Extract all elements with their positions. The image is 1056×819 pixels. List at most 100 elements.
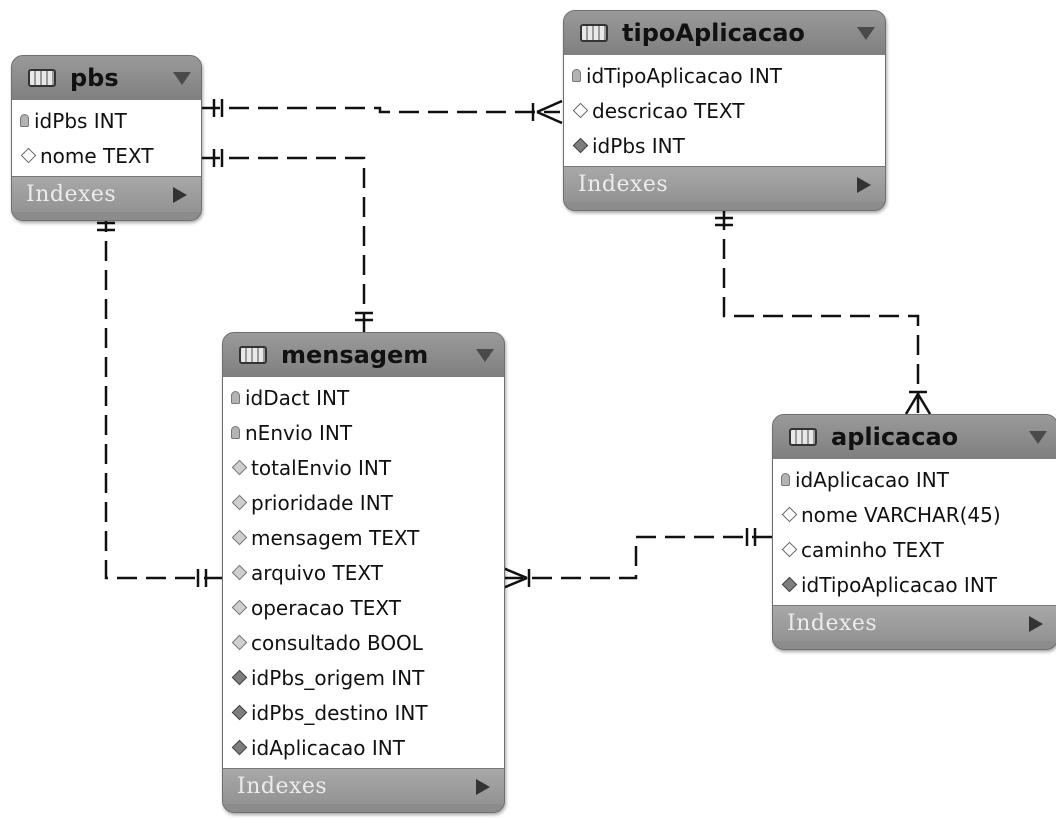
column-row[interactable]: idPbs INT <box>12 103 201 138</box>
table-header[interactable]: aplicacao <box>773 415 1056 459</box>
column-row[interactable]: idDact INT <box>223 380 504 415</box>
column-label: idTipoAplicacao INT <box>586 63 783 88</box>
column-row[interactable]: totalEnvio INT <box>223 450 504 485</box>
table-aplicacao[interactable]: aplicacao idAplicacao INT nome VARCHAR(4… <box>772 414 1056 650</box>
relationship-tipoaplicacao-aplicacao <box>715 210 932 415</box>
indexes-toggle[interactable]: Indexes <box>564 166 885 202</box>
indexes-label: Indexes <box>237 774 328 799</box>
table-name: pbs <box>70 64 119 92</box>
primary-key-icon <box>20 114 29 127</box>
column-row[interactable]: nome TEXT <box>12 138 201 173</box>
column-row[interactable]: idTipoAplicacao INT <box>773 567 1056 602</box>
chevron-down-icon[interactable] <box>857 26 875 40</box>
column-list: idAplicacao INT nome VARCHAR(45) caminho… <box>773 459 1056 605</box>
column-list: idDact INT nEnvio INT totalEnvio INT pri… <box>223 377 504 768</box>
table-icon <box>239 346 267 364</box>
column-label: prioridade INT <box>251 490 393 515</box>
column-row[interactable]: idTipoAplicacao INT <box>564 58 885 93</box>
column-label: nome VARCHAR(45) <box>801 502 1001 527</box>
table-footer <box>12 212 201 220</box>
column-row[interactable]: descricao TEXT <box>564 93 885 128</box>
column-row[interactable]: operacao TEXT <box>223 590 504 625</box>
column-label: idAplicacao INT <box>795 467 949 492</box>
column-diamond-icon <box>231 599 248 616</box>
foreign-key-diamond-icon <box>231 669 248 686</box>
indexes-toggle[interactable]: Indexes <box>12 176 201 212</box>
column-label: totalEnvio INT <box>251 455 392 480</box>
indexes-toggle[interactable]: Indexes <box>773 605 1056 641</box>
indexes-label: Indexes <box>578 172 669 197</box>
column-label: nome TEXT <box>40 143 154 168</box>
foreign-key-diamond-icon <box>231 704 248 721</box>
indexes-label: Indexes <box>787 611 878 636</box>
table-icon <box>580 24 608 42</box>
primary-key-icon <box>781 473 790 486</box>
column-label: operacao TEXT <box>251 595 401 620</box>
primary-key-icon <box>231 426 240 439</box>
column-row[interactable]: nEnvio INT <box>223 415 504 450</box>
column-label: idPbs INT <box>592 133 685 158</box>
column-diamond-icon <box>231 529 248 546</box>
expand-arrow-icon <box>1029 615 1043 632</box>
table-icon <box>28 69 56 87</box>
table-pbs[interactable]: pbs idPbs INT nome TEXT Indexes <box>11 55 202 221</box>
column-row[interactable]: arquivo TEXT <box>223 555 504 590</box>
column-label: idPbs_origem INT <box>251 665 425 690</box>
relationship-aplicacao-mensagem <box>502 528 772 590</box>
column-list: idTipoAplicacao INT descricao TEXT idPbs… <box>564 55 885 166</box>
chevron-down-icon[interactable] <box>476 348 494 362</box>
table-header[interactable]: pbs <box>12 56 201 100</box>
column-label: idPbs INT <box>34 108 127 133</box>
foreign-key-diamond-icon <box>572 137 589 154</box>
column-row[interactable]: idAplicacao INT <box>223 730 504 765</box>
table-name: mensagem <box>281 341 429 369</box>
column-row[interactable]: idAplicacao INT <box>773 462 1056 497</box>
column-label: consultado BOOL <box>251 630 423 655</box>
column-label: nEnvio INT <box>245 420 353 445</box>
column-diamond-icon <box>231 564 248 581</box>
expand-arrow-icon <box>476 778 490 795</box>
table-tipoaplicacao[interactable]: tipoAplicacao idTipoAplicacao INT descri… <box>563 10 886 211</box>
relationship-pbs-mensagem-left <box>97 212 222 587</box>
column-row[interactable]: idPbs_origem INT <box>223 660 504 695</box>
column-list: idPbs INT nome TEXT <box>12 100 201 176</box>
table-header[interactable]: mensagem <box>223 333 504 377</box>
expand-arrow-icon <box>173 186 187 203</box>
empty-diamond-icon <box>781 541 798 558</box>
table-footer <box>223 804 504 812</box>
column-label: idPbs_destino INT <box>251 700 428 725</box>
column-row[interactable]: mensagem TEXT <box>223 520 504 555</box>
column-row[interactable]: prioridade INT <box>223 485 504 520</box>
column-label: idDact INT <box>245 385 350 410</box>
column-label: arquivo TEXT <box>251 560 383 585</box>
relationship-pbs-tipoaplicacao <box>200 99 563 125</box>
table-name: aplicacao <box>831 423 959 451</box>
indexes-toggle[interactable]: Indexes <box>223 768 504 804</box>
table-footer <box>564 202 885 210</box>
empty-diamond-icon <box>20 147 37 164</box>
column-row[interactable]: idPbs INT <box>564 128 885 163</box>
table-name: tipoAplicacao <box>622 19 805 47</box>
primary-key-icon <box>231 391 240 404</box>
foreign-key-diamond-icon <box>781 576 798 593</box>
column-row[interactable]: caminho TEXT <box>773 532 1056 567</box>
foreign-key-diamond-icon <box>231 739 248 756</box>
column-label: mensagem TEXT <box>251 525 420 550</box>
column-row[interactable]: nome VARCHAR(45) <box>773 497 1056 532</box>
table-icon <box>789 428 817 446</box>
primary-key-icon <box>572 69 581 82</box>
chevron-down-icon[interactable] <box>1029 430 1047 444</box>
table-mensagem[interactable]: mensagem idDact INT nEnvio INT totalEnvi… <box>222 332 505 813</box>
column-row[interactable]: consultado BOOL <box>223 625 504 660</box>
column-row[interactable]: idPbs_destino INT <box>223 695 504 730</box>
column-label: idTipoAplicacao INT <box>801 572 998 597</box>
column-diamond-icon <box>231 634 248 651</box>
relationship-pbs-mensagem-top <box>200 149 373 332</box>
table-footer <box>773 641 1056 649</box>
column-diamond-icon <box>231 459 248 476</box>
chevron-down-icon[interactable] <box>173 71 191 85</box>
empty-diamond-icon <box>781 506 798 523</box>
table-header[interactable]: tipoAplicacao <box>564 11 885 55</box>
expand-arrow-icon <box>857 176 871 193</box>
